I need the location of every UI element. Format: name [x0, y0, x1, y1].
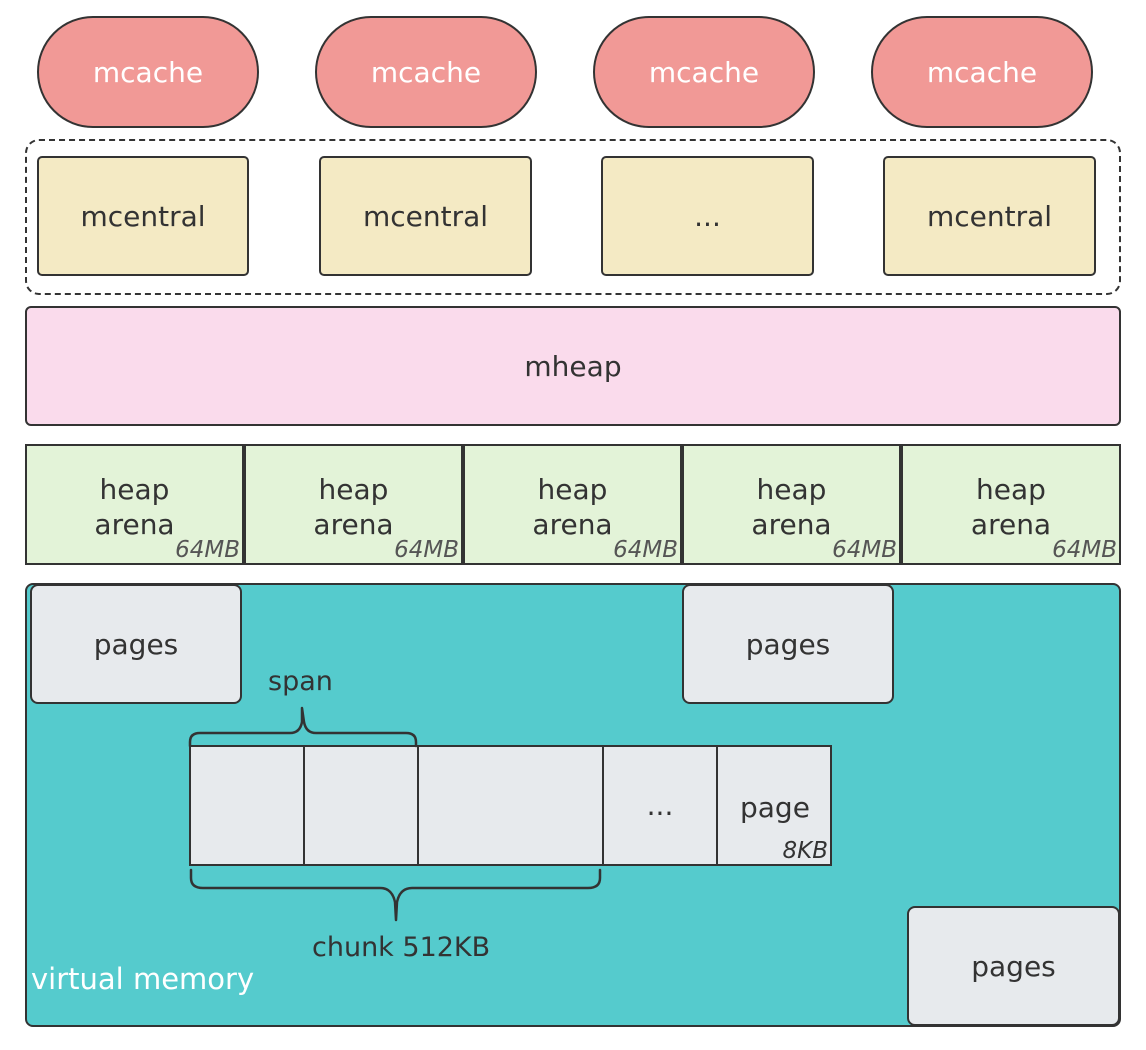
mcache-node-4: mcache — [871, 16, 1093, 128]
mheap-node: mheap — [25, 306, 1121, 426]
heap-arena-size: 64MB — [613, 537, 678, 563]
pages-block-3: pages — [907, 906, 1120, 1026]
heap-arena-5: heap arena 64MB — [901, 444, 1121, 565]
heap-arena-2: heap arena 64MB — [244, 444, 463, 565]
heap-arena-line2: arena — [970, 508, 1052, 541]
page-size-label: 8KB — [782, 838, 829, 864]
heap-arena-line1: heap — [976, 473, 1046, 506]
chunk-cell-ellipsis: ... — [602, 745, 718, 866]
chunk-cell-2 — [303, 745, 419, 866]
heap-arena-line1: heap — [537, 473, 608, 506]
heap-arena-size: 64MB — [1052, 537, 1117, 563]
chunk-brace — [189, 868, 602, 922]
heap-arena-line1: heap — [756, 473, 827, 506]
pages-block-1: pages — [30, 584, 242, 704]
heap-arena-label: heap arena — [465, 472, 680, 542]
heap-arena-size: 64MB — [832, 537, 897, 563]
mcentral-node-ellipsis: ... — [601, 156, 814, 276]
heap-arena-label: heap arena — [903, 472, 1119, 542]
heap-arena-label: heap arena — [684, 472, 899, 542]
heap-arena-line2: arena — [532, 508, 613, 541]
virtual-memory-label: virtual memory — [31, 962, 255, 996]
mcache-node-1: mcache — [37, 16, 259, 128]
mcache-node-2: mcache — [315, 16, 537, 128]
heap-arena-label: heap arena — [27, 472, 242, 542]
span-brace — [188, 706, 418, 748]
page-cell-text: page — [740, 791, 810, 824]
heap-arena-line2: arena — [313, 508, 394, 541]
page-cell: page 8KB — [716, 745, 832, 866]
pages-block-2: pages — [682, 584, 894, 704]
mcache-node-3: mcache — [593, 16, 815, 128]
heap-arena-size: 64MB — [175, 537, 240, 563]
heap-arena-line2: arena — [94, 508, 175, 541]
heap-arena-3: heap arena 64MB — [463, 444, 682, 565]
heap-arena-1: heap arena 64MB — [25, 444, 244, 565]
heap-arena-line1: heap — [318, 473, 389, 506]
chunk-label: chunk 512KB — [312, 932, 491, 963]
heap-arena-size: 64MB — [394, 537, 459, 563]
heap-arena-4: heap arena 64MB — [682, 444, 901, 565]
chunk-cell-text: ... — [646, 789, 674, 822]
heap-arena-label: heap arena — [246, 472, 461, 542]
mcentral-node-2: mcentral — [319, 156, 532, 276]
heap-arena-line2: arena — [751, 508, 832, 541]
mcentral-node-4: mcentral — [883, 156, 1096, 276]
span-label: span — [268, 666, 333, 697]
heap-arena-line1: heap — [99, 473, 170, 506]
mcentral-group-border — [25, 139, 1121, 295]
mcentral-node-1: mcentral — [37, 156, 249, 276]
